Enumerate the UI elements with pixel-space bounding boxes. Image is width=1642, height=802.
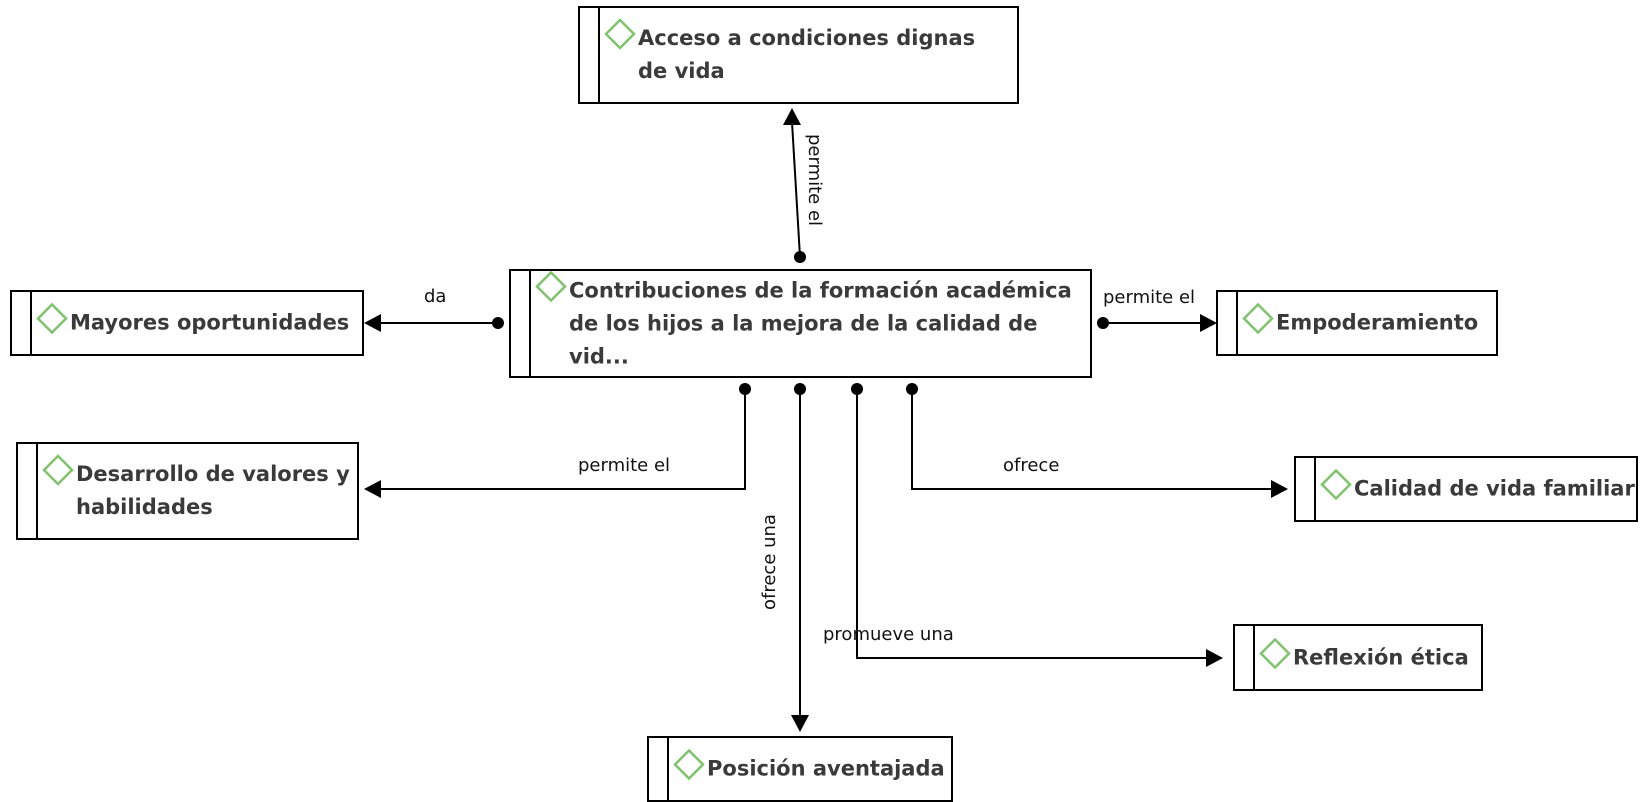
node-label: Acceso a condiciones dignas de vida <box>638 26 976 83</box>
edge-label-posicion: ofrece una <box>759 514 780 610</box>
diamond-icon <box>1242 302 1274 335</box>
node-label: Empoderamiento <box>1276 310 1479 335</box>
edge-empoderamiento-arrowhead <box>1200 314 1217 332</box>
edge-label-desarrollo: permite el <box>578 455 671 476</box>
node-reflexion[interactable]: Reflexión ética <box>1233 624 1483 691</box>
node-bar <box>36 444 38 538</box>
edge-acceso-line <box>791 121 801 258</box>
node-empoderamiento[interactable]: Empoderamiento <box>1216 290 1498 356</box>
edge-desarrollo-arrowhead <box>364 480 381 498</box>
node-bar <box>1314 458 1316 520</box>
edge-reflexion-source-dot <box>851 383 863 395</box>
node-label: Desarrollo de valores y habilidades <box>76 462 350 519</box>
node-desarrollo[interactable]: Desarrollo de valores y habilidades <box>16 442 359 540</box>
edge-desarrollo-line <box>378 389 746 490</box>
edge-reflexion-arrowhead <box>1206 649 1223 667</box>
edge-mayores-arrowhead <box>364 314 381 332</box>
node-acceso[interactable]: Acceso a condiciones dignas de vida <box>578 6 1019 104</box>
edge-posicion-arrowhead <box>791 715 809 732</box>
edge-empoderamiento-source-dot <box>1097 317 1109 329</box>
node-bar <box>598 8 600 102</box>
edge-label-reflexion: promueve una <box>823 624 954 645</box>
edge-mayores-source-dot <box>492 317 504 329</box>
edge-reflexion-line <box>856 389 1209 659</box>
node-bar <box>529 271 531 376</box>
edge-label-empoderamiento: permite el <box>1103 287 1196 308</box>
edge-posicion-source-dot <box>794 383 806 395</box>
node-posicion[interactable]: Posición aventajada <box>647 736 953 802</box>
node-calidad[interactable]: Calidad de vida familiar <box>1294 456 1638 522</box>
node-label: Calidad de vida familiar <box>1354 476 1635 501</box>
node-bar <box>1253 626 1255 689</box>
diamond-icon <box>36 302 68 335</box>
edge-label-calidad: ofrece <box>1003 455 1060 476</box>
diamond-icon <box>673 748 705 781</box>
node-label: Reflexión ética <box>1293 645 1469 669</box>
node-bar <box>1236 292 1238 354</box>
edge-acceso-arrowhead <box>783 108 801 125</box>
node-bar <box>30 292 32 354</box>
diamond-icon <box>1259 637 1291 669</box>
node-mayores[interactable]: Mayores oportunidades <box>10 290 364 356</box>
diamond-icon <box>1320 468 1352 501</box>
edge-label-acceso: permite el <box>804 134 825 227</box>
edge-acceso-source-dot <box>794 251 806 263</box>
node-central[interactable]: Contribuciones de la formación académica… <box>509 269 1092 378</box>
node-label: Contribuciones de la formación académica… <box>569 278 1072 368</box>
edge-desarrollo-source-dot <box>739 383 751 395</box>
diamond-icon <box>42 454 74 486</box>
edge-label-mayores: da <box>424 286 447 307</box>
edge-calidad-source-dot <box>906 383 918 395</box>
diamond-icon <box>604 18 636 50</box>
edge-calidad-line <box>911 389 1274 490</box>
node-label: Posición aventajada <box>707 756 945 781</box>
diamond-icon <box>535 270 567 302</box>
node-bar <box>667 738 669 800</box>
edge-calidad-arrowhead <box>1271 480 1288 498</box>
node-label: Mayores oportunidades <box>70 310 350 335</box>
